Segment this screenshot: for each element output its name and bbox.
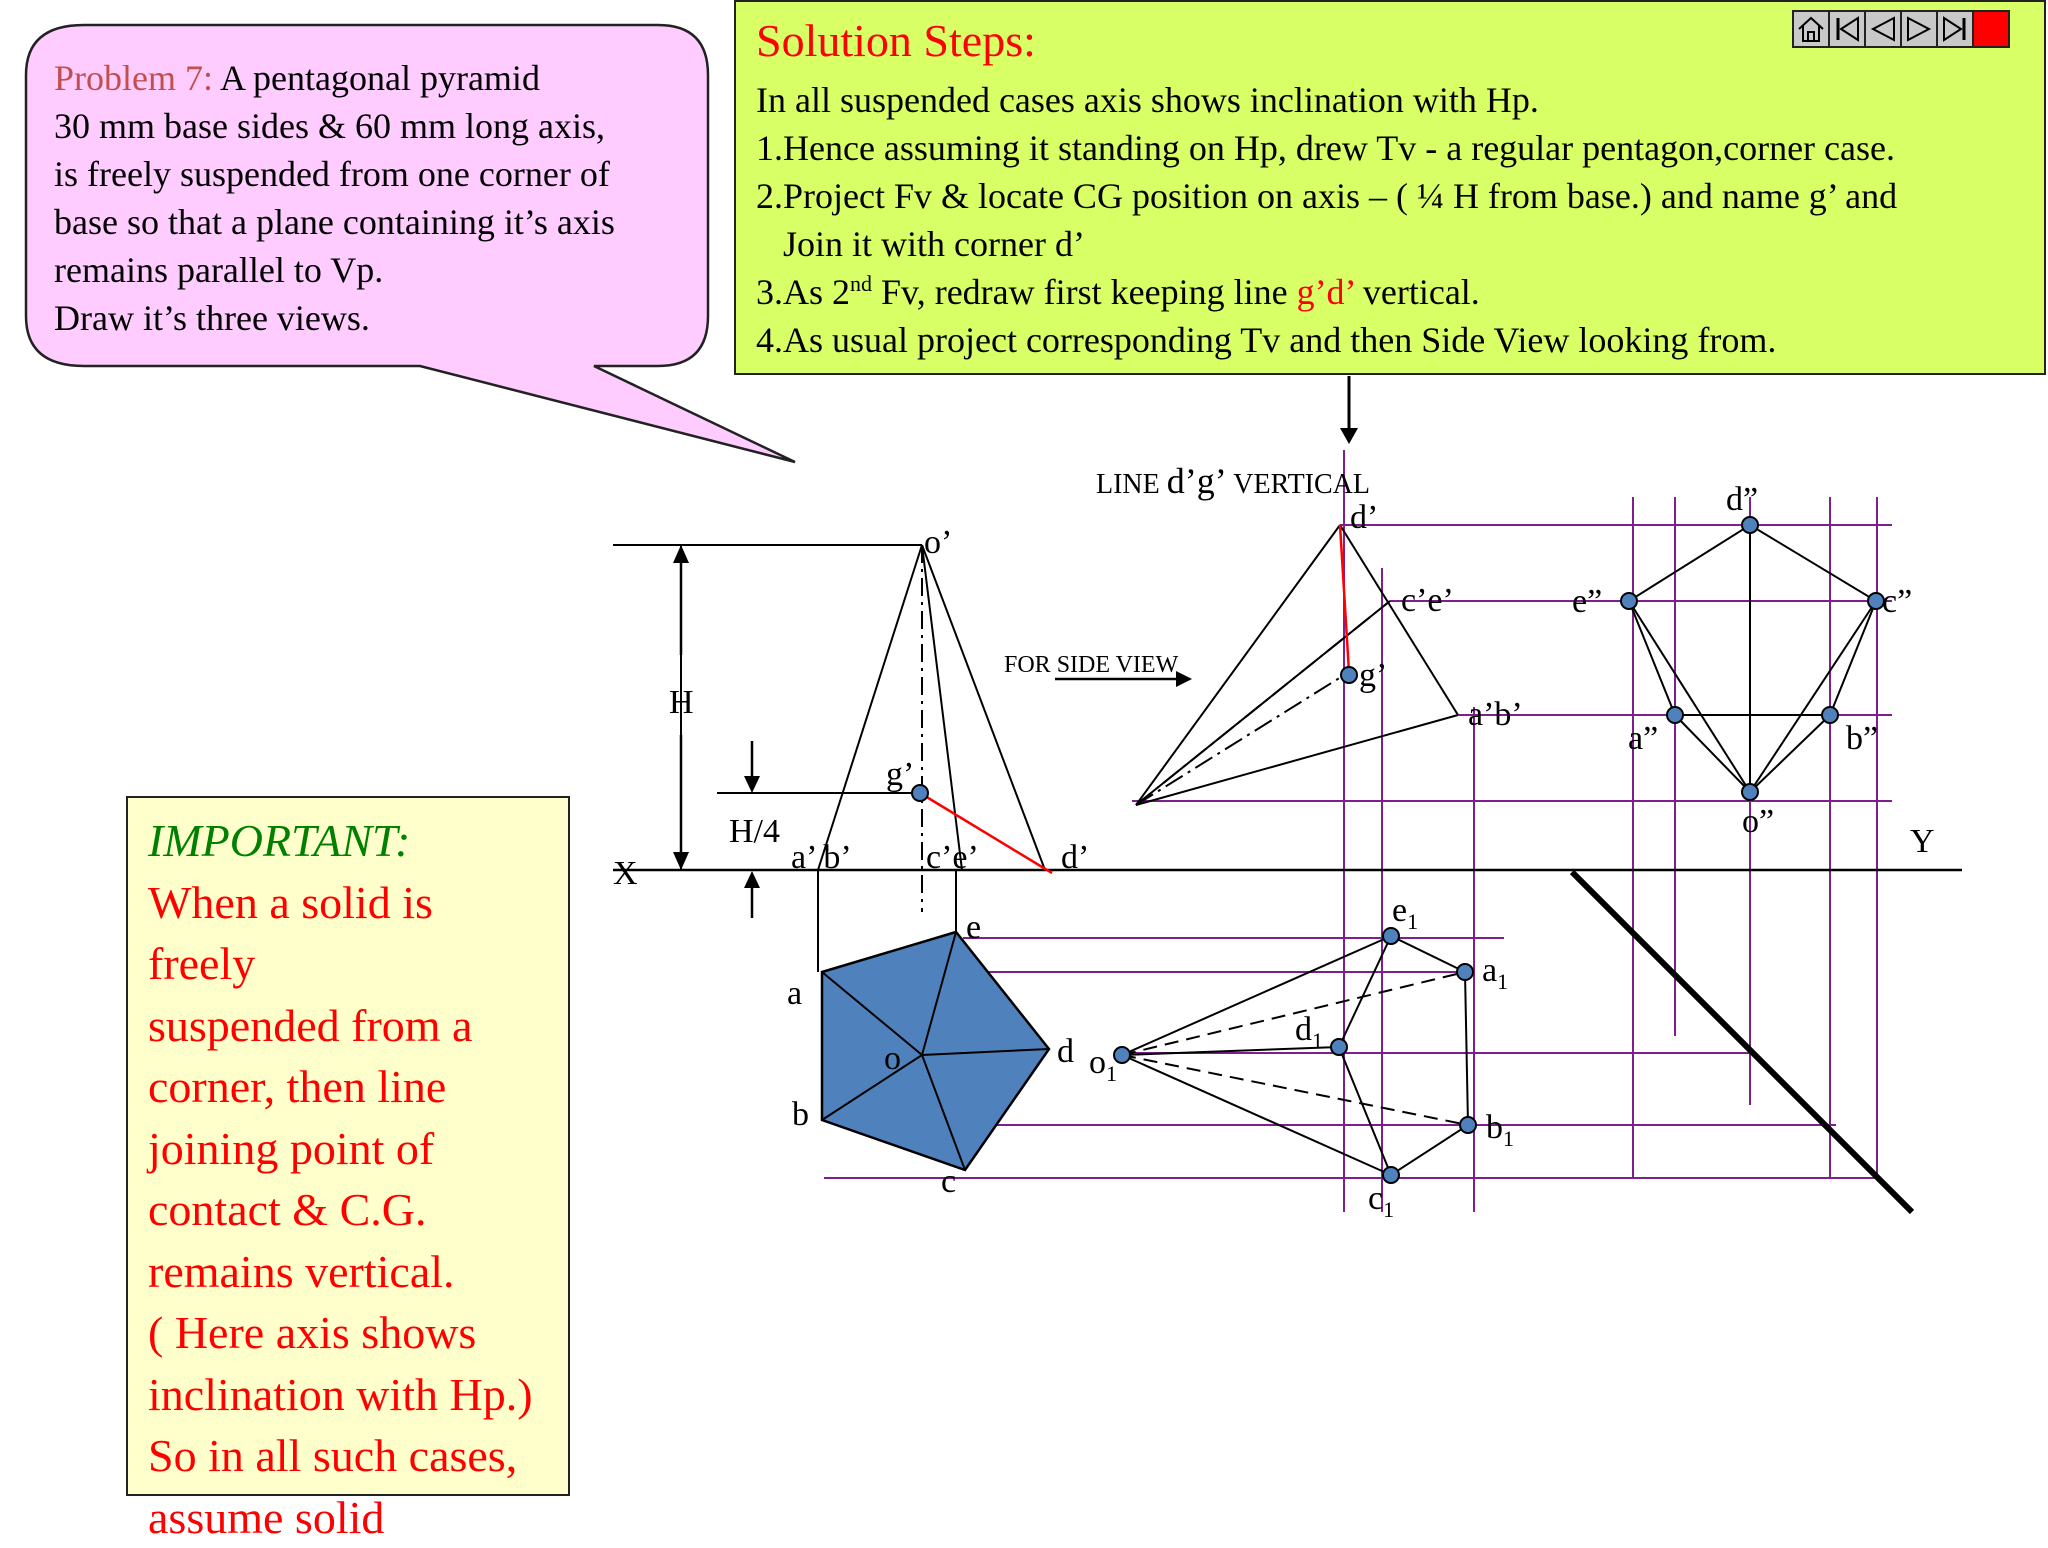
side-view-points [1621,517,1884,800]
tv2-o-label: o1 [1089,1044,1117,1086]
important-line: When a solid is [148,872,608,934]
first-slide-button[interactable] [1828,10,1866,48]
important-line: corner, then line [148,1056,608,1118]
problem-line: base so that a plane containing it’s axi… [54,198,714,246]
solution-steps-list: In all suspended cases axis shows inclin… [756,76,1897,364]
step-line: 1.Hence assuming it standing on Hp, drew… [756,124,1897,172]
tv1-e-label: e [966,909,981,946]
problem-line: 30 mm base sides & 60 mm long axis, [54,102,714,150]
problem-statement: Problem 7: A pentagonal pyramid 30 mm ba… [54,54,714,342]
sv-e-label: e” [1572,583,1602,620]
tv1-a-label: a [787,975,802,1012]
home-icon [1796,14,1826,44]
fv1-ce-label: c’e’ [926,839,979,876]
front-view-2 [1136,525,1458,805]
important-line: assume solid [148,1487,608,1548]
tv1-o-label: o [884,1040,901,1077]
problem-label: Problem 7: [54,58,213,98]
home-button[interactable] [1792,10,1830,48]
fv2-d-label: d’ [1350,499,1378,536]
step-line: 4.As usual project corresponding Tv and … [756,316,1897,364]
fv1-o-label: o’ [924,524,952,561]
x-label: X [613,855,638,892]
important-line: ( Here axis shows [148,1302,608,1364]
sv-b-label: b” [1846,720,1878,757]
sv-a-label: a” [1628,720,1658,757]
tv1-c-label: c [941,1163,956,1200]
tv1-b-label: b [792,1096,809,1133]
problem-line: remains parallel to Vp. [54,246,714,294]
next-slide-button[interactable] [1900,10,1938,48]
h4-label: H/4 [729,813,780,850]
tv1-d-label: d [1057,1033,1074,1070]
problem-line: A pentagonal pyramid [220,58,540,98]
top-view-2-points [1114,928,1476,1183]
important-note-text: IMPORTANT: When a solid is freely suspen… [148,810,608,1548]
y-label: Y [1910,823,1935,860]
important-line: joining point of [148,1118,608,1180]
tv2-b-label: b1 [1486,1109,1514,1151]
problem-line: Draw it’s three views. [54,294,714,342]
fv2-ab-label: a’b’ [1468,696,1523,733]
tv2-d-label: d1 [1295,1011,1323,1053]
last-slide-button[interactable] [1936,10,1974,48]
important-line: freely [148,933,608,995]
important-line: remains vertical. [148,1241,608,1303]
tv2-a-label: a1 [1482,952,1508,994]
slide-navigation [1794,10,2010,50]
sv-c-label: c” [1882,583,1912,620]
previous-slide-icon [1868,14,1898,44]
line-dg-vertical-label: LINE d’g’ VERTICAL [1096,461,1370,501]
important-line: contact & C.G. [148,1179,608,1241]
important-line: inclination with Hp.) [148,1364,608,1426]
stop-button[interactable] [1972,10,2010,48]
fv2-ce-label: c’e’ [1401,582,1454,619]
side-view [1629,525,1876,792]
for-side-view-label: FOR SIDE VIEW [1004,652,1179,678]
problem-line: is freely suspended from one corner of [54,150,714,198]
next-slide-icon [1904,14,1934,44]
important-line: So in all such cases, [148,1425,608,1487]
front-view-1 [613,545,1045,972]
h-label: H [669,684,694,721]
first-slide-icon [1832,14,1862,44]
step-line: 3.As 2nd Fv, redraw first keeping line g… [756,268,1897,316]
fv2-g-label: g’ [1359,657,1387,694]
fv1-d-label: d’ [1061,839,1089,876]
steps-arrow [1340,376,1358,444]
last-slide-icon [1940,14,1970,44]
sv-o-label: o” [1742,803,1774,840]
important-heading: IMPORTANT: [148,810,608,872]
step-line: In all suspended cases axis shows inclin… [756,76,1897,124]
important-line: suspended from a [148,995,608,1057]
fv2-g-point [1341,667,1357,683]
solution-steps-title: Solution Steps: [756,14,1036,67]
step-line: 2.Project Fv & locate CG position on axi… [756,172,1897,220]
fv1-g-label: g’ [886,756,914,793]
tv2-e-label: e1 [1392,892,1418,934]
tv2-c-label: c1 [1368,1180,1394,1222]
previous-slide-button[interactable] [1864,10,1902,48]
miter-line [1572,872,1912,1212]
solution-steps-panel: Solution Steps: In all suspended cases a… [734,0,2046,375]
fv1-ab-label: a’ b’ [791,839,852,876]
step-line: Join it with corner d’ [756,220,1897,268]
sv-d-label: d” [1726,481,1758,518]
g-prime-point [912,785,928,801]
